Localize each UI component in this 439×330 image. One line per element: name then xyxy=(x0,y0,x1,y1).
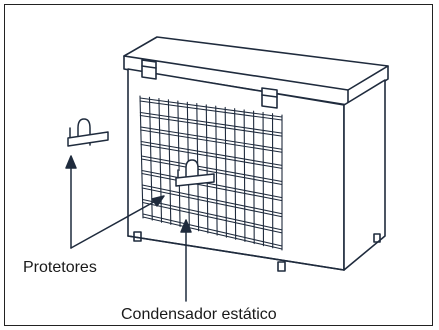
condenser-tube xyxy=(140,129,283,153)
condenser-wire xyxy=(177,100,181,228)
condenser-tube xyxy=(140,155,283,183)
label-protetores: Protetores xyxy=(23,259,97,276)
label-condensador-estatico: Condensador estático xyxy=(121,306,277,323)
condenser-wire xyxy=(167,99,172,225)
condenser-tube xyxy=(142,216,283,250)
condenser-wire xyxy=(158,97,163,223)
hinge-left xyxy=(141,59,157,80)
condenser-tube xyxy=(142,201,283,234)
condenser-tube xyxy=(140,126,283,150)
condenser-tube xyxy=(141,184,283,215)
condenser-tube xyxy=(139,111,283,134)
condenser-tube xyxy=(140,143,283,169)
freezer-foot xyxy=(277,261,286,272)
condenser-tube xyxy=(141,187,283,218)
condenser-wire xyxy=(205,104,209,234)
condenser-wire xyxy=(139,95,144,219)
condenser-tube xyxy=(139,97,283,118)
figure-frame xyxy=(4,4,433,326)
condenser-tube xyxy=(139,114,283,137)
condenser-tube xyxy=(139,100,283,121)
condenser-tube xyxy=(140,140,283,166)
condenser-wire xyxy=(224,106,227,238)
condenser-wire xyxy=(243,109,246,243)
hinge-right xyxy=(261,87,278,109)
freezer-body xyxy=(127,68,386,272)
pointer-protetores xyxy=(65,155,165,249)
protector-on-condenser xyxy=(175,159,215,187)
condenser-wire xyxy=(253,110,255,245)
protector-loose xyxy=(67,118,109,147)
condenser-wire xyxy=(234,108,237,240)
condenser-wire xyxy=(215,105,218,236)
freezer-foot xyxy=(373,233,381,243)
condenser-tube xyxy=(141,169,283,199)
condenser-tube xyxy=(142,213,283,247)
pointer-condensador xyxy=(180,219,192,302)
condenser-tube xyxy=(142,198,283,231)
condenser-tube xyxy=(141,172,283,202)
condenser-tube xyxy=(140,158,283,186)
freezer-foot xyxy=(133,231,142,242)
